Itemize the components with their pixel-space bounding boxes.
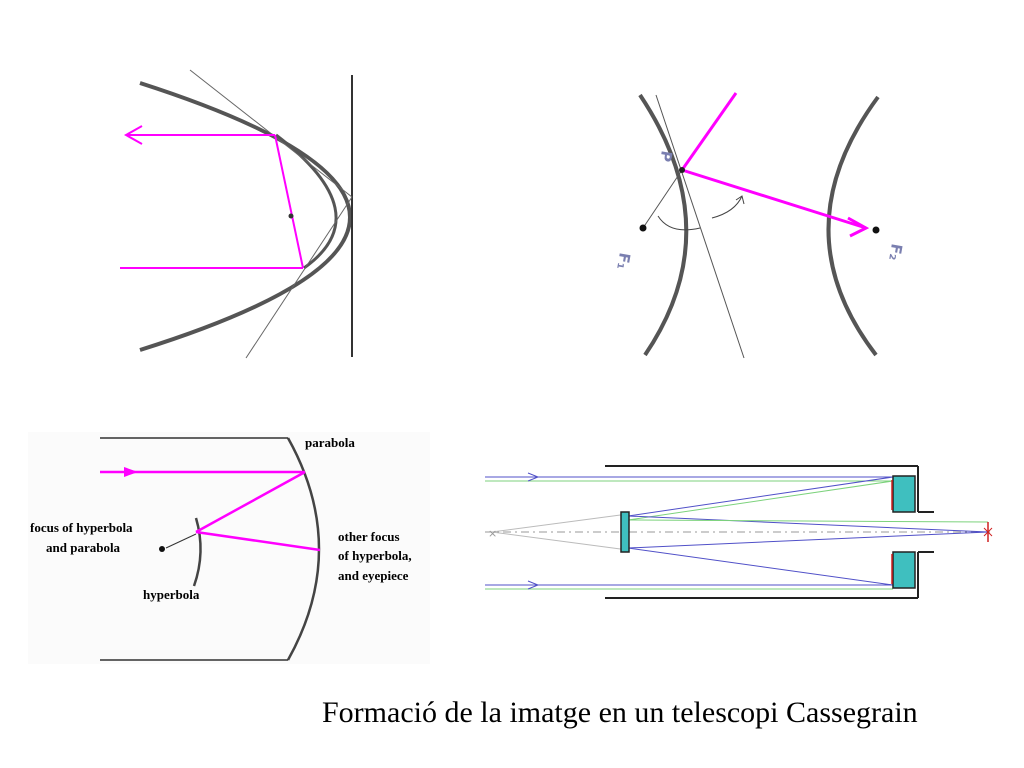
arrow-bottom bbox=[527, 580, 540, 590]
ray-reflected bbox=[274, 134, 304, 269]
ray-primary-top-green bbox=[627, 480, 894, 521]
arrow-top bbox=[527, 472, 540, 482]
virtual-focus-mark: × bbox=[488, 527, 497, 540]
label-parabola: parabola bbox=[305, 435, 355, 450]
label-other-line2: of hyperbola, bbox=[338, 548, 412, 563]
tangent-line bbox=[655, 94, 745, 359]
tangent-line-upper bbox=[189, 69, 353, 198]
label-focus-line1: focus of hyperbola bbox=[30, 520, 133, 535]
ray-arrowhead bbox=[124, 467, 138, 477]
image-cross-b bbox=[983, 527, 993, 537]
arrowhead-right bbox=[847, 216, 870, 238]
label-other-line1: other focus bbox=[338, 529, 400, 544]
focus-point bbox=[159, 546, 165, 552]
focus-point bbox=[288, 213, 294, 219]
primary-mirror-top bbox=[892, 475, 916, 513]
tangent-line-lower bbox=[245, 196, 353, 359]
ray-secondary-top bbox=[627, 515, 989, 533]
label-f2: F₂ bbox=[885, 242, 906, 262]
caption: Formació de la imatge en un telescopi Ca… bbox=[322, 696, 918, 729]
label-f1: F₁ bbox=[613, 251, 634, 271]
ray-primary-top bbox=[627, 476, 894, 517]
cassegrain-labeled-diagram: parabola focus of hyperbola and parabola… bbox=[28, 432, 430, 664]
focus-f1 bbox=[639, 224, 647, 232]
ray-incoming bbox=[680, 92, 738, 171]
angle-arc-right bbox=[711, 195, 743, 219]
ray-to-hyperbola bbox=[195, 470, 306, 534]
telescope-ray-diagram: × bbox=[485, 465, 993, 599]
label-p: P bbox=[656, 149, 676, 163]
ray-virtual-top bbox=[491, 513, 629, 533]
ray-reflected bbox=[681, 168, 867, 230]
focus-f2 bbox=[872, 226, 880, 234]
ray-secondary-bottom bbox=[627, 531, 989, 549]
hyperbola-curve bbox=[192, 517, 202, 587]
angle-arc-left bbox=[657, 215, 701, 231]
ray-secondary-green bbox=[627, 519, 989, 523]
arc-arrowhead bbox=[735, 195, 745, 205]
ray-primary-bottom bbox=[627, 547, 894, 586]
focus-pointer bbox=[165, 533, 197, 549]
primary-mirror-bottom bbox=[892, 551, 916, 589]
right-hyperbola-branch bbox=[826, 95, 880, 357]
left-hyperbola-branch bbox=[638, 93, 689, 357]
point-p bbox=[679, 167, 685, 173]
hyperbola-reflection-diagram: P F₁ F₂ bbox=[613, 92, 906, 359]
label-focus-line2: and parabola bbox=[46, 540, 121, 555]
inner-parabola-curve bbox=[275, 133, 338, 270]
label-hyperbola: hyperbola bbox=[143, 587, 200, 602]
secondary-mirror bbox=[620, 511, 630, 553]
line-to-f1 bbox=[642, 169, 683, 229]
parabola-reflection-diagram bbox=[120, 69, 353, 359]
ray-to-eyepiece bbox=[195, 530, 321, 552]
outer-parabola-curve bbox=[139, 81, 352, 352]
arrowhead-left bbox=[123, 125, 143, 145]
label-other-line3: and eyepiece bbox=[338, 568, 409, 583]
ray-virtual-bottom bbox=[491, 531, 629, 551]
